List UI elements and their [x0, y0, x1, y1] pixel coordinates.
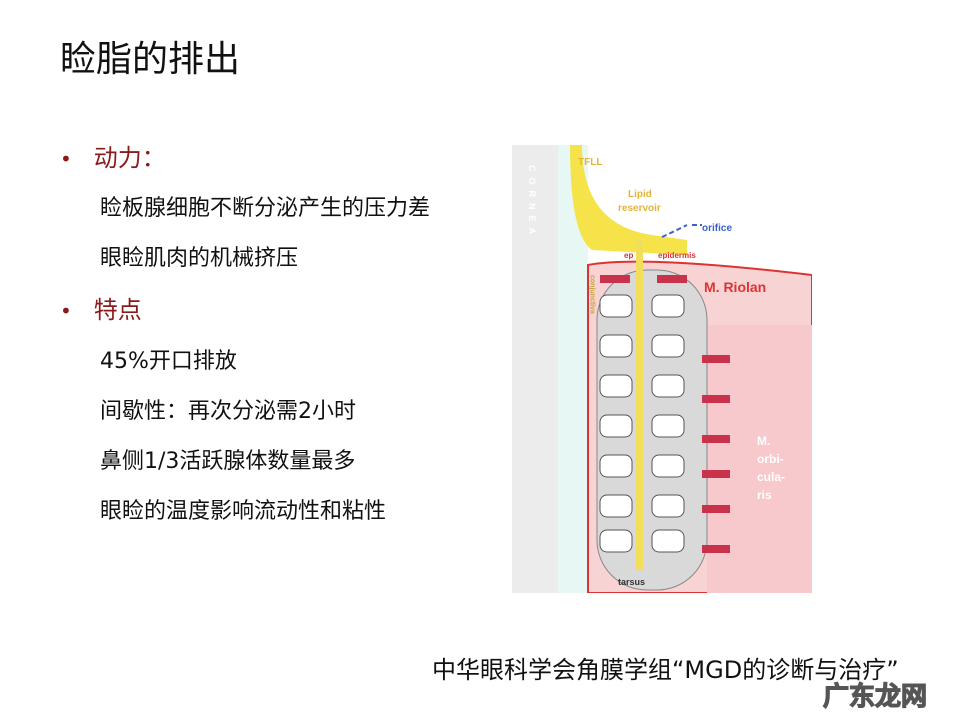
- cornea: [512, 145, 558, 593]
- meibomian-gland-diagram: CORNEA TFLL Lipid reservoir orifice ep e…: [512, 145, 812, 593]
- riolan-label: M. Riolan: [704, 279, 766, 295]
- reservoir-label: reservoir: [618, 203, 661, 214]
- lipid-layer: [570, 145, 687, 255]
- tarsus-label: tarsus: [618, 577, 645, 587]
- bullet-heading-features: •特点: [60, 296, 142, 324]
- central-duct: [636, 240, 643, 570]
- cornea-label: CORNEA: [527, 165, 537, 240]
- bullet-item: 45%开口排放: [100, 349, 237, 374]
- citation: 中华眼科学会角膜学组“MGD的诊断与治疗”: [432, 656, 899, 684]
- bullet-item: 眼睑肌肉的机械挤压: [100, 246, 299, 271]
- bullet-item: 鼻侧1/3活跃腺体数量最多: [100, 449, 356, 474]
- pressure-arrows: [600, 275, 730, 553]
- orbicularis-label: cula-: [757, 470, 785, 484]
- page-title: 睑脂的排出: [60, 39, 241, 80]
- bullet-item: 睑板腺细胞不断分泌产生的压力差: [100, 196, 431, 221]
- conjunctiva-label: conjunctiva: [589, 275, 596, 314]
- bullet-heading-driving-force: •动力：: [60, 144, 166, 172]
- epidermis-label: epidermis: [658, 251, 696, 260]
- bullet-item: 间歇性：再次分泌需2小时: [100, 399, 356, 424]
- tfll-label: TFLL: [578, 157, 602, 168]
- bullet-item: 眼睑的温度影响流动性和粘性: [100, 499, 387, 524]
- orbicularis-label: orbi-: [757, 452, 784, 466]
- orbicularis-label: M.: [757, 434, 770, 448]
- orifice-label: orifice: [702, 223, 732, 234]
- watermark: 广东龙网: [822, 681, 928, 712]
- lipid-label: Lipid: [628, 189, 652, 200]
- ep-label: ep: [624, 251, 633, 260]
- orbicularis-label: ris: [757, 488, 772, 502]
